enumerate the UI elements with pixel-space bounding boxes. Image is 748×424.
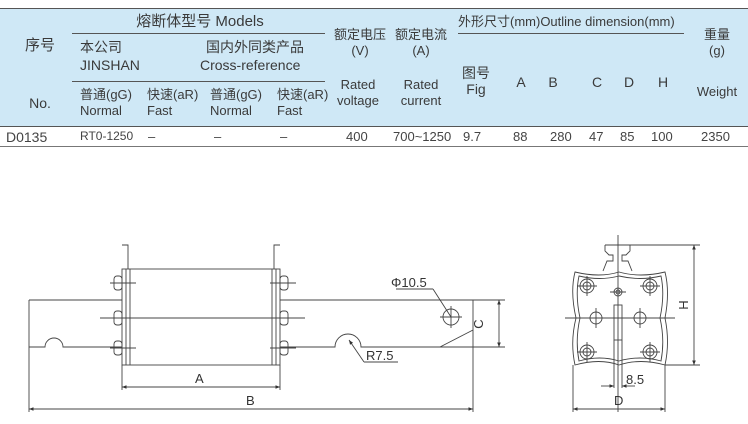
cell-c: 47	[589, 129, 604, 144]
header-dim-d: D	[623, 74, 635, 90]
table-header	[0, 8, 748, 127]
dim-h-label: H	[676, 300, 691, 309]
cell-cross-ar: –	[280, 129, 288, 144]
header-cross-gg-cn: 普通(gG)	[210, 87, 263, 102]
header-cross-ar-cn: 快速(aR)	[277, 87, 329, 102]
header-voltage-unit: (V)	[351, 43, 369, 58]
header-weight-unit: (g)	[709, 43, 725, 58]
cell-fig: 9.7	[463, 129, 482, 144]
header-voltage-en1: Rated	[340, 77, 376, 92]
dim-d-label: D	[614, 393, 623, 408]
cell-a: 88	[513, 129, 528, 144]
dim-a-label: A	[195, 371, 204, 386]
header-gg-cn: 普通(gG)	[80, 87, 133, 102]
header-cross-gg-en: Normal	[210, 103, 252, 118]
cell-d: 85	[620, 129, 635, 144]
header-fig-en: Fig	[466, 81, 486, 97]
header-voltage-en2: voltage	[337, 93, 379, 108]
dim-c-label: C	[471, 319, 486, 328]
cell-h: 100	[651, 129, 673, 144]
header-cross-ar-en: Fast	[277, 103, 303, 118]
cell-cross-gg: –	[214, 129, 222, 144]
bolts-right	[270, 275, 296, 356]
header-weight-cn: 重量	[703, 27, 731, 42]
header-dim-b: B	[548, 74, 558, 90]
header-cross-cn: 国内外同类产品	[206, 39, 304, 55]
header-jinshan-en: JINSHAN	[80, 57, 140, 73]
cell-no: D0135	[6, 129, 48, 145]
cell-weight: 2350	[701, 129, 730, 144]
dim-b-label: B	[246, 393, 255, 408]
header-ar-en: Fast	[147, 103, 173, 118]
divider	[72, 81, 325, 82]
terminal-holes	[577, 276, 660, 362]
header-dim-h: H	[657, 74, 669, 90]
cell-voltage: 400	[346, 129, 368, 144]
header-no-en: No.	[29, 95, 51, 111]
table-row: D0135 RT0-1250 – – – 400 700~1250 9.7 88…	[0, 126, 748, 147]
cell-jinshan-gg: RT0-1250	[80, 129, 134, 143]
header-voltage-cn: 额定电压	[333, 27, 387, 42]
end-view	[565, 235, 700, 412]
header-no-cn: 序号	[24, 37, 56, 54]
header-current-en1: Rated	[403, 77, 439, 92]
header-current-en2: current	[400, 93, 442, 108]
header-jinshan-cn: 本公司	[80, 39, 122, 55]
side-view	[28, 244, 505, 412]
header-fig-cn: 图号	[462, 65, 490, 81]
header-cross-en: Cross-reference	[200, 57, 301, 73]
header-dim-c: C	[591, 74, 603, 90]
header-weight-en: Weight	[696, 84, 738, 99]
header-outline: 外形尺寸(mm)Outline dimension(mm)	[458, 14, 675, 29]
header-models: 熔断体型号 Models	[136, 13, 264, 30]
header-current-unit: (A)	[412, 43, 430, 58]
cell-jinshan-ar: –	[148, 129, 156, 144]
header-ar-cn: 快速(aR)	[147, 87, 199, 102]
cell-b: 280	[550, 129, 572, 144]
slot-label: 8.5	[626, 372, 644, 387]
divider	[72, 33, 325, 34]
cell-current: 700~1250	[393, 129, 452, 144]
header-gg-en: Normal	[80, 103, 122, 118]
hole-label: Φ10.5	[391, 275, 427, 290]
radius-label: R7.5	[366, 348, 393, 363]
bolts-left	[110, 275, 136, 356]
header-current-cn: 额定电流	[394, 27, 448, 42]
header-dim-a: A	[516, 74, 526, 90]
divider	[458, 33, 684, 34]
